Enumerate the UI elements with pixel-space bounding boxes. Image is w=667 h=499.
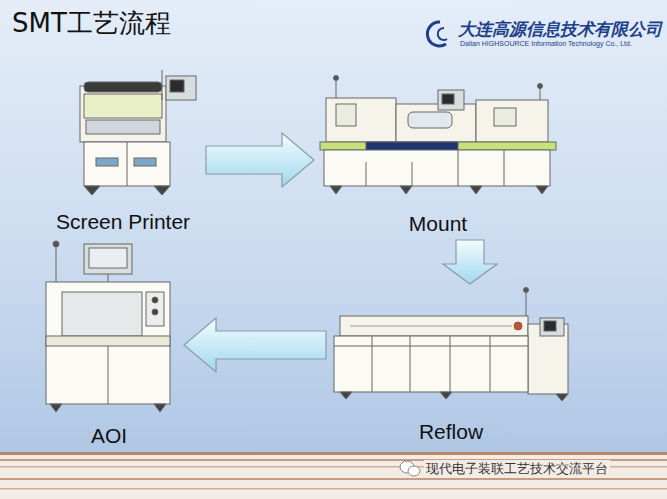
- company-name: 大连高源信息技术有限公司: [456, 18, 664, 41]
- mount-machine: [320, 76, 556, 195]
- company-name: Dalian HIGHSOURCE Information Technology…: [458, 40, 634, 47]
- company-logo: [427, 22, 447, 46]
- machine-label: Reflow: [330, 420, 572, 444]
- flow-arrow: [184, 318, 326, 372]
- wechat-icon: [400, 461, 420, 476]
- watermark: 现代电子装联工艺技术交流平台: [424, 460, 610, 478]
- machine-node: Mount: [318, 72, 558, 236]
- reflow-oven: [334, 288, 568, 402]
- screen-printer-machine: [80, 70, 196, 195]
- aoi-machine: [46, 241, 170, 412]
- machine-node: Reflow: [330, 288, 572, 444]
- bottom-band: [0, 452, 667, 499]
- flow-arrow: [206, 133, 314, 187]
- machine-node: Screen Printer: [44, 68, 202, 234]
- machine-label: Mount: [318, 212, 558, 236]
- page-title: SMT工艺流程: [12, 6, 171, 41]
- machine-node: AOI: [38, 236, 180, 448]
- machine-label: AOI: [38, 424, 180, 448]
- machine-label: Screen Printer: [44, 210, 202, 234]
- flow-arrow: [443, 240, 497, 284]
